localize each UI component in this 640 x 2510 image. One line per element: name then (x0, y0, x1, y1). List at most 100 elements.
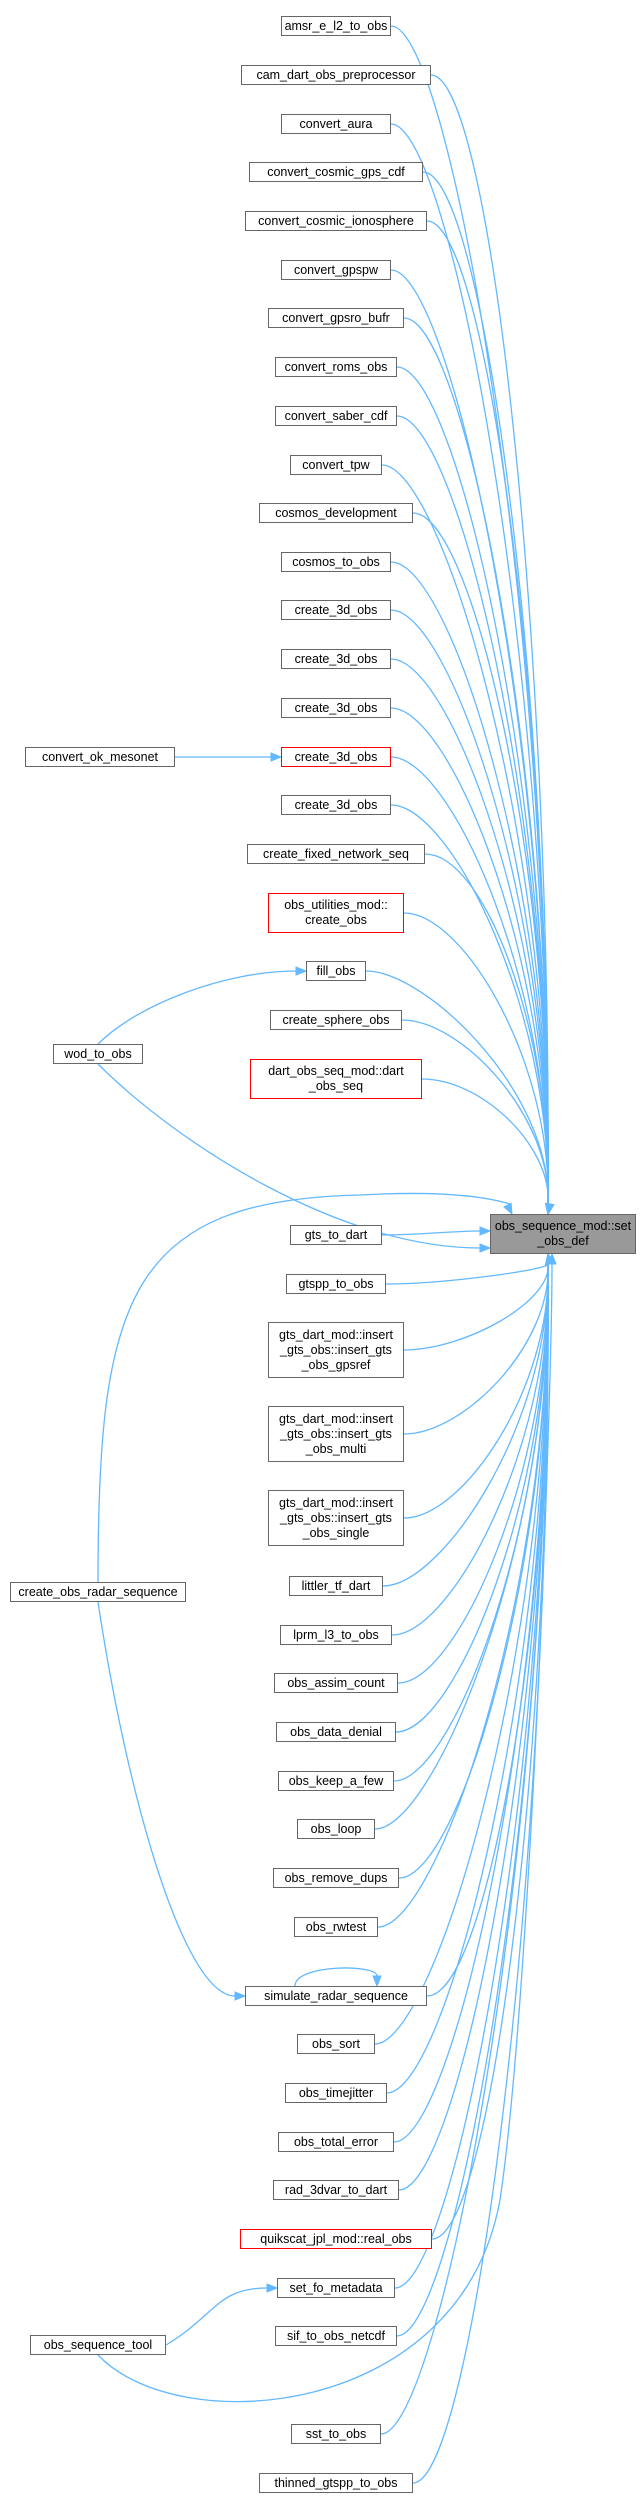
node-obs-timejitter[interactable]: obs_timejitter (285, 2083, 387, 2103)
edge-n21-to-target (421, 1078, 549, 1205)
edge-radar-seq-to-simulate (97, 1601, 236, 1997)
node-quikscat-jpl-mod-real-obs[interactable]: quikscat_jpl_mod::real_obs (240, 2229, 432, 2249)
node-convert-tpw[interactable]: convert_tpw (290, 455, 382, 475)
node-gtspp-to-obs[interactable]: gtspp_to_obs (286, 1274, 386, 1294)
node-obs-utilities-mod-create-obs[interactable]: obs_utilities_mod:: create_obs (268, 893, 404, 933)
node-convert-saber-cdf[interactable]: convert_saber_cdf (275, 406, 397, 426)
edge-wod-to-target (97, 1063, 481, 1249)
node-cosmos-development[interactable]: cosmos_development (259, 503, 413, 523)
edge-n25-to-target (403, 1263, 549, 1435)
node-set-fo-metadata[interactable]: set_fo_metadata (277, 2278, 395, 2298)
node-obs-keep-a-few[interactable]: obs_keep_a_few (278, 1771, 394, 1791)
edge-tool-to-set-fo-metadata (165, 2287, 268, 2346)
edge-n20-to-target (401, 1019, 549, 1205)
edge-tool-to-target-arrow (547, 1252, 557, 1265)
node-littler-tf-dart[interactable]: littler_tf_dart (289, 1576, 383, 1596)
node-create-3d-obs-2[interactable]: create_3d_obs (281, 649, 391, 669)
edge-n32-to-target (374, 1263, 549, 1830)
node-convert-cosmic-ionosphere[interactable]: convert_cosmic_ionosphere (245, 211, 427, 231)
edge-n0-to-target (390, 25, 549, 1205)
edge-simulate-self-loop-arrow (372, 1975, 382, 1988)
edge-n28-to-target (391, 1263, 549, 1636)
node-gts-to-dart[interactable]: gts_to_dart (290, 1225, 382, 1245)
edge-n36-to-target (374, 1263, 549, 2045)
node-convert-roms-obs[interactable]: convert_roms_obs (275, 357, 397, 377)
node-wod-to-obs[interactable]: wod_to_obs (53, 1044, 143, 1064)
edge-n29-to-target (397, 1263, 549, 1684)
edge-n9-to-target (381, 464, 549, 1205)
node-create-fixed-network-seq[interactable]: create_fixed_network_seq (247, 844, 425, 864)
node-simulate-radar-sequence[interactable]: simulate_radar_sequence (245, 1986, 427, 2006)
edge-n38-to-target (393, 1263, 549, 2143)
edge-n37-to-target (386, 1263, 549, 2094)
node-thinned-gtspp-to-obs[interactable]: thinned_gtspp_to_obs (259, 2473, 413, 2493)
node-create-sphere-obs[interactable]: create_sphere_obs (270, 1010, 402, 1030)
edge-n34-to-target (377, 1263, 549, 1928)
edge-n43-to-target (380, 1263, 549, 2435)
edge-wod-to-target-arrow (479, 1243, 492, 1253)
node-amsr-e-l2-to-obs[interactable]: amsr_e_l2_to_obs (281, 16, 391, 36)
edge-n4-to-target (426, 220, 549, 1205)
edge-n1-to-target (430, 74, 549, 1205)
node-obs-loop[interactable]: obs_loop (297, 1819, 375, 1839)
node-create-3d-obs-3[interactable]: create_3d_obs (281, 698, 391, 718)
edge-radar-seq-to-target-arrow (503, 1202, 513, 1216)
edge-tool-to-set-fo-metadata-arrow (266, 2283, 279, 2293)
node-obs-remove-dups[interactable]: obs_remove_dups (273, 1868, 399, 1888)
edge-n21-to-target-arrow (545, 1202, 555, 1216)
edge-simulate-self-loop (294, 1967, 378, 1987)
node-insert-gts-obs-multi[interactable]: gts_dart_mod::insert _gts_obs::insert_gt… (268, 1406, 404, 1462)
node-cam-dart-obs-preprocessor[interactable]: cam_dart_obs_preprocessor (241, 65, 431, 85)
node-convert-gpsro-bufr[interactable]: convert_gpsro_bufr (268, 308, 404, 328)
edge-n2-to-target (390, 123, 549, 1205)
node-convert-aura[interactable]: convert_aura (281, 114, 391, 134)
node-obs-rwtest[interactable]: obs_rwtest (294, 1917, 378, 1937)
node-sif-to-obs-netcdf[interactable]: sif_to_obs_netcdf (275, 2326, 397, 2346)
edge-n30-to-target (395, 1263, 549, 1733)
node-fill-obs[interactable]: fill_obs (306, 961, 366, 981)
node-obs-total-error[interactable]: obs_total_error (278, 2132, 394, 2152)
node-create-3d-obs-1[interactable]: create_3d_obs (281, 600, 391, 620)
node-obs-data-denial[interactable]: obs_data_denial (276, 1722, 396, 1742)
node-dart-obs-seq-mod-dart-obs-seq[interactable]: dart_obs_seq_mod::dart _obs_seq (250, 1059, 422, 1099)
edge-n12-to-target (390, 609, 549, 1205)
edge-n3-to-target (422, 171, 549, 1205)
node-insert-gts-obs-single[interactable]: gts_dart_mod::insert _gts_obs::insert_gt… (268, 1490, 404, 1546)
node-create-3d-obs-5[interactable]: create_3d_obs (281, 795, 391, 815)
edge-n22-to-target (381, 1230, 481, 1236)
edge-n17-to-target (424, 853, 549, 1205)
edge-n39-to-target (398, 1263, 549, 2191)
edge-n26-to-target (403, 1263, 549, 1519)
edges-layer (97, 25, 557, 2484)
node-cosmos-to-obs[interactable]: cosmos_to_obs (281, 552, 391, 572)
node-convert-ok-mesonet[interactable]: convert_ok_mesonet (25, 747, 175, 767)
edge-n24-to-target (403, 1263, 549, 1351)
node-convert-gpspw[interactable]: convert_gpspw (281, 260, 391, 280)
node-set-obs-def-target: obs_sequence_mod::set _obs_def (490, 1214, 636, 1254)
edge-n14-to-target (390, 707, 549, 1205)
edge-n22-to-target-arrow (479, 1226, 492, 1236)
edge-tool-to-target (97, 1263, 553, 2403)
edge-convert-ok-mesonet-arrow (270, 752, 283, 762)
node-obs-assim-count[interactable]: obs_assim_count (274, 1673, 398, 1693)
node-insert-gts-obs-gpsref[interactable]: gts_dart_mod::insert _gts_obs::insert_gt… (268, 1322, 404, 1378)
edge-n33-to-target (398, 1263, 549, 1879)
node-create-obs-radar-sequence[interactable]: create_obs_radar_sequence (10, 1582, 186, 1602)
edge-n27-to-target (382, 1263, 549, 1587)
node-convert-cosmic-gps-cdf[interactable]: convert_cosmic_gps_cdf (249, 162, 423, 182)
edge-wod-to-fill-obs (97, 970, 297, 1045)
edge-n10-to-target (412, 512, 549, 1205)
node-rad-3dvar-to-dart[interactable]: rad_3dvar_to_dart (273, 2180, 399, 2200)
node-lprm-l3-to-obs[interactable]: lprm_l3_to_obs (280, 1625, 392, 1645)
node-sst-to-obs[interactable]: sst_to_obs (291, 2424, 381, 2444)
edge-n18-to-target (403, 912, 549, 1205)
edge-radar-seq-to-simulate-arrow (234, 1991, 247, 2001)
edge-n16-to-target (390, 804, 549, 1205)
node-create-3d-obs-4[interactable]: create_3d_obs (281, 747, 391, 767)
edge-n13-to-target (390, 658, 549, 1205)
node-obs-sequence-tool[interactable]: obs_sequence_tool (30, 2335, 166, 2355)
node-obs-sort[interactable]: obs_sort (297, 2034, 375, 2054)
edge-n11-to-target (390, 561, 549, 1205)
edge-n6-to-target (403, 317, 549, 1205)
